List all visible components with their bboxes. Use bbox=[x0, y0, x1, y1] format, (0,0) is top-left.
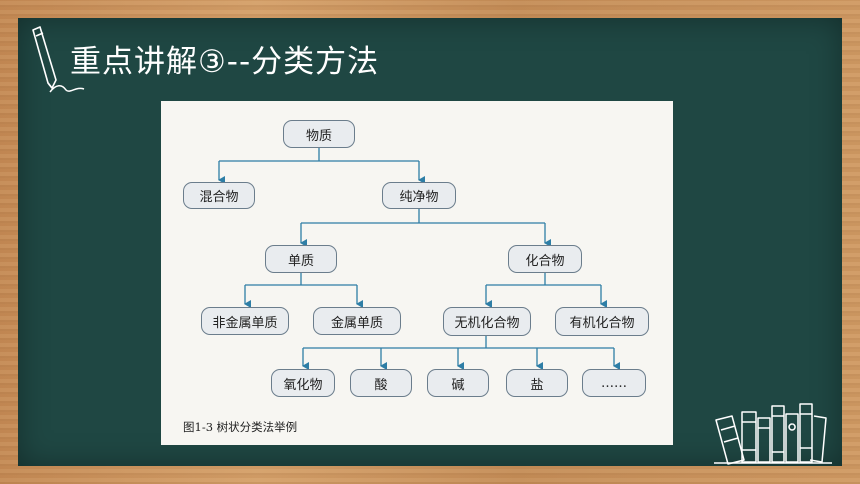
node-base: 碱 bbox=[427, 369, 489, 397]
figure-caption: 图1-3 树状分类法举例 bbox=[183, 420, 298, 434]
node-pure-substance: 纯净物 bbox=[382, 182, 456, 209]
scribble-decoration bbox=[49, 85, 85, 93]
node-metal-element: 金属单质 bbox=[313, 307, 401, 335]
slide-title: 重点讲解③--分类方法 bbox=[70, 44, 380, 80]
node-element: 单质 bbox=[265, 245, 337, 273]
node-root: 物质 bbox=[283, 120, 355, 148]
node-organic-compound: 有机化合物 bbox=[555, 307, 649, 336]
node-acid: 酸 bbox=[350, 369, 412, 397]
node-compound: 化合物 bbox=[508, 245, 582, 273]
classification-figure: 物质 混合物 纯净物 单质 化合物 非金属单质 金属单质 无机化合物 有机化合物… bbox=[161, 101, 673, 445]
node-inorganic-compound: 无机化合物 bbox=[443, 307, 531, 336]
pencil-icon bbox=[32, 26, 57, 89]
tree-connectors bbox=[218, 148, 620, 370]
node-nonmetal-element: 非金属单质 bbox=[201, 307, 289, 335]
node-salt: 盐 bbox=[506, 369, 568, 397]
node-oxide: 氧化物 bbox=[271, 369, 335, 397]
node-mixture: 混合物 bbox=[183, 182, 255, 209]
node-more: …… bbox=[582, 369, 646, 397]
books-icon bbox=[714, 403, 832, 465]
